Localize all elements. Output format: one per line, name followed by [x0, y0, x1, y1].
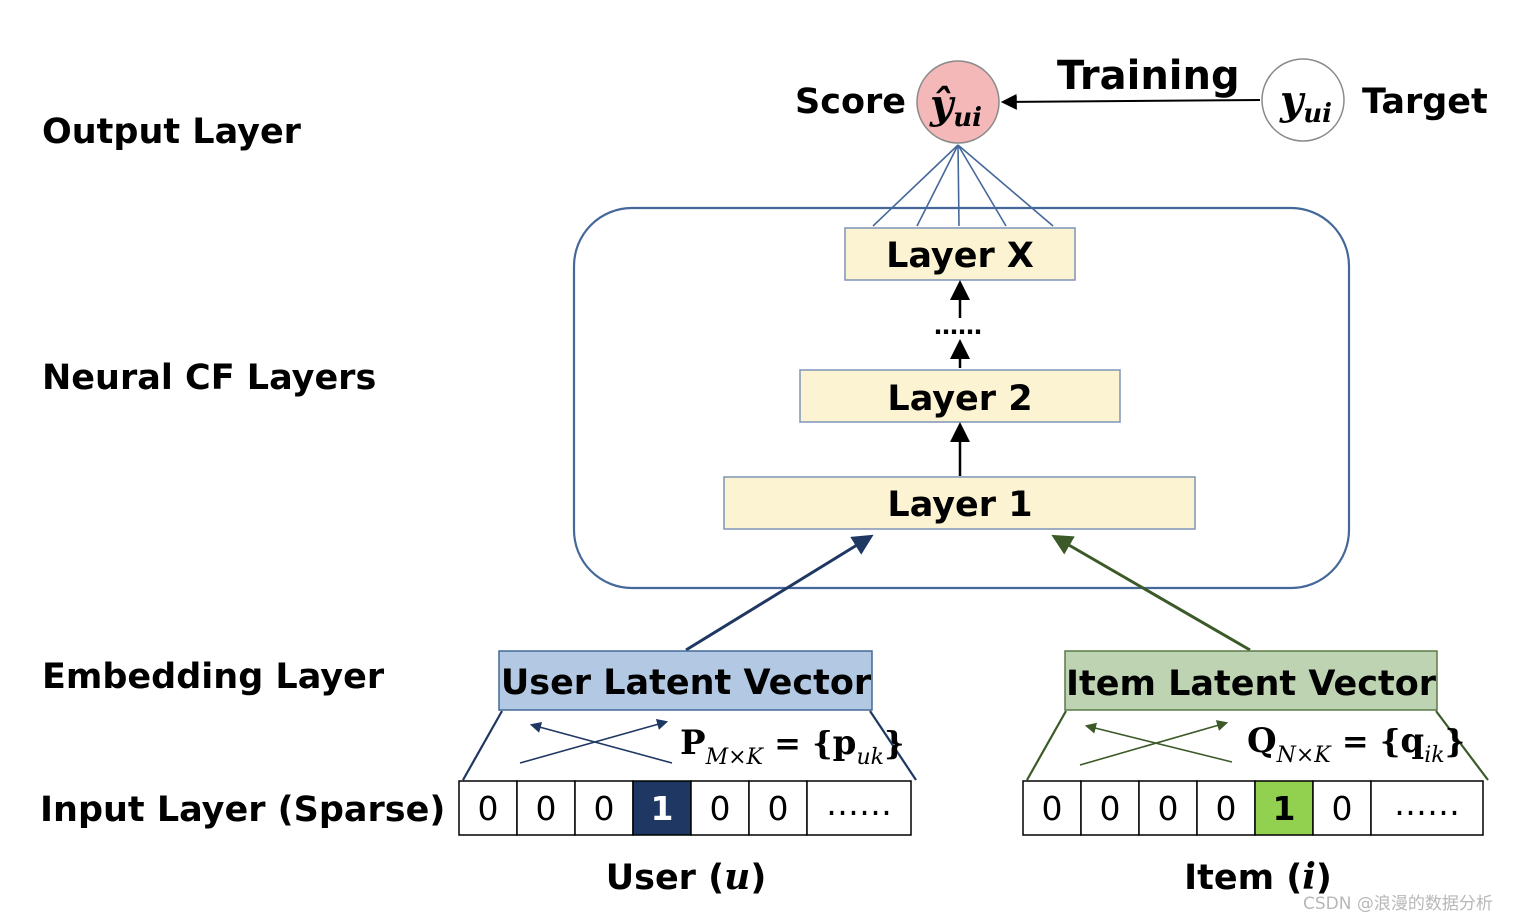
user-cell	[806, 780, 912, 836]
item-cell-value: 0	[1158, 789, 1179, 828]
watermark: CSDN @浪漫的数据分析	[1303, 894, 1493, 914]
user-vector-arrow	[685, 534, 874, 652]
user-cell	[632, 780, 692, 836]
item-cell-value: 0	[1332, 789, 1353, 828]
item-cell-value: 0	[1100, 789, 1121, 828]
item-latent-vector-label: Item Latent Vector	[1066, 664, 1437, 704]
layer-1-box	[723, 476, 1196, 530]
user-cross-arrow-b	[529, 721, 673, 764]
user-cross-arrow-a	[519, 719, 669, 764]
user-cell-value: 0	[478, 789, 499, 828]
layer-x-box	[844, 227, 1076, 281]
score-node	[916, 60, 1000, 144]
item-caption: Item (i)	[1184, 856, 1332, 898]
layer-2-box	[799, 369, 1121, 423]
neural-cf-container	[572, 206, 1351, 590]
item-cell-value: 0	[1042, 789, 1063, 828]
item-cell-value: 0	[1216, 789, 1237, 828]
layer-2-label: Layer 2	[887, 379, 1032, 419]
user-cell	[748, 780, 808, 836]
user-matrix-formula: PM×K = {puk}	[680, 723, 905, 770]
item-cross-arrow-a	[1079, 720, 1229, 766]
user-cell-value: 0	[768, 789, 789, 828]
target-symbol: yui	[1279, 77, 1332, 129]
item-latent-vector-box	[1064, 650, 1438, 711]
item-cross-arrow-b	[1084, 722, 1233, 763]
user-cell-value: ……	[826, 784, 892, 823]
layer-x-label: Layer X	[886, 236, 1034, 276]
user-cell-value: 0	[710, 789, 731, 828]
neural-cf-layers-label: Neural CF Layers	[42, 358, 376, 398]
user-cell-value: 0	[594, 789, 615, 828]
item-cell-value: ……	[1394, 784, 1460, 823]
item-cell	[1080, 780, 1140, 836]
item-trapezoid-left	[1026, 710, 1067, 781]
score-symbol: ŷui	[929, 81, 982, 133]
output-layer-label: Output Layer	[42, 112, 302, 152]
item-matrix-formula: QN×K = {qik}	[1247, 721, 1465, 768]
user-cell-value: 1	[651, 789, 674, 828]
item-cell	[1254, 780, 1314, 836]
user-cell	[516, 780, 576, 836]
training-arrow	[1000, 93, 1261, 110]
item-cell	[1022, 780, 1082, 836]
ellipsis: ……	[934, 312, 982, 340]
fan-in-lines	[872, 144, 1054, 227]
user-caption: User (u)	[606, 856, 767, 898]
layer-1-label: Layer 1	[887, 485, 1032, 525]
user-latent-vector-label: User Latent Vector	[501, 663, 872, 703]
item-cell	[1138, 780, 1198, 836]
user-cell-value: 0	[536, 789, 557, 828]
item-vector-arrow	[1051, 534, 1251, 652]
embedding-layer-label: Embedding Layer	[42, 657, 385, 697]
user-cell	[458, 780, 518, 836]
user-cell	[690, 780, 750, 836]
user-latent-vector-box	[498, 650, 873, 711]
score-label: Score	[795, 82, 906, 122]
target-label: Target	[1362, 82, 1488, 122]
item-cell	[1370, 780, 1484, 836]
user-trapezoid-right	[869, 710, 917, 781]
item-trapezoid-right	[1435, 710, 1489, 781]
item-cell	[1196, 780, 1256, 836]
user-trapezoid-left	[462, 710, 503, 781]
target-node	[1261, 58, 1345, 142]
training-label: Training	[1057, 53, 1240, 99]
input-layer-label: Input Layer (Sparse)	[40, 790, 445, 830]
item-cell-value: 1	[1273, 789, 1296, 828]
